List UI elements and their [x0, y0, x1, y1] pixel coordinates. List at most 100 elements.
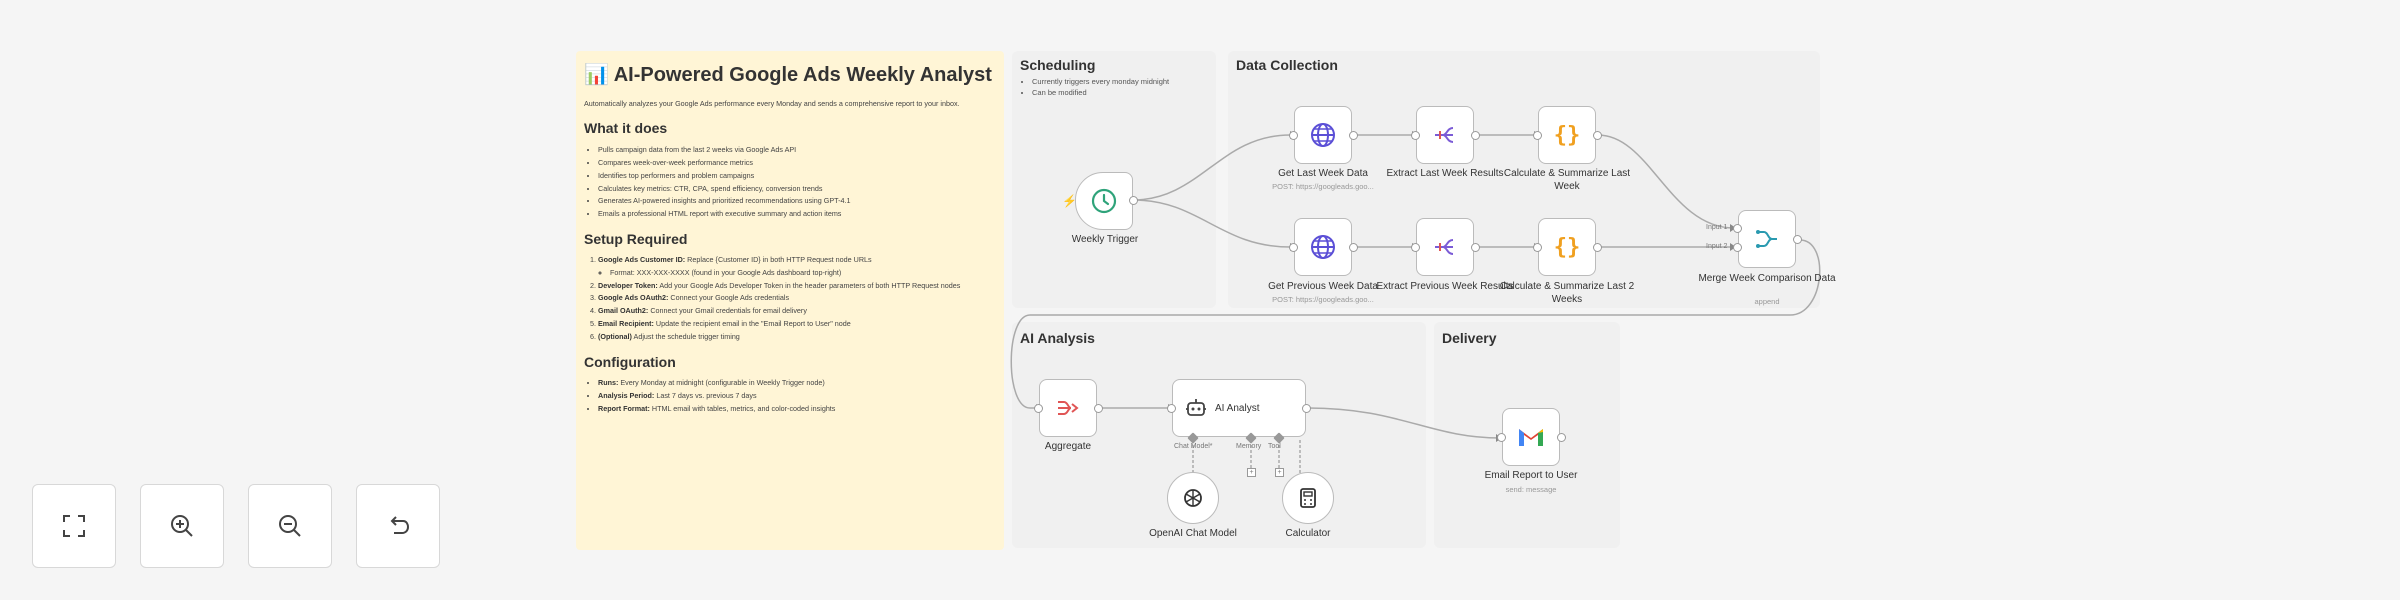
input-port[interactable] [1533, 243, 1542, 252]
fit-view-icon [63, 515, 85, 537]
list-item: Calculates key metrics: CTR, CPA, spend … [598, 184, 996, 194]
weekly-trigger-node[interactable] [1075, 172, 1133, 230]
get-prev-week-node[interactable] [1294, 218, 1352, 276]
input-port[interactable] [1411, 131, 1420, 140]
fit-view-button[interactable] [32, 484, 116, 568]
input-port[interactable] [1167, 404, 1176, 413]
edge [1010, 239, 1821, 409]
sticky-note[interactable]: 📊 AI-Powered Google Ads Weekly Analyst A… [576, 51, 1004, 550]
openai-model-node[interactable] [1167, 472, 1219, 524]
calculator-label: Calculator [1285, 528, 1331, 539]
split-out-icon [1435, 127, 1454, 143]
output-port[interactable] [1793, 235, 1802, 244]
openai-model-label: OpenAI Chat Model [1149, 528, 1237, 539]
list-item: Format: XXX-XXX-XXXX (found in your Goog… [610, 268, 996, 278]
openai-icon [1184, 489, 1202, 507]
input-port[interactable] [1733, 243, 1742, 252]
aggregate-node[interactable] [1039, 379, 1097, 437]
weekly-trigger-label: Weekly Trigger [1071, 234, 1139, 245]
list-item: Google Ads OAuth2: Connect your Google A… [598, 293, 996, 303]
memory-port-label: Memory [1236, 443, 1262, 450]
group-title-delivery: Delivery [1442, 330, 1497, 346]
input-port[interactable] [1733, 224, 1742, 233]
merge-sub: append [1754, 297, 1780, 306]
list-item: Currently triggers every monday midnight [1032, 76, 1169, 87]
setup-list: Google Ads Customer ID: Replace {Custome… [584, 255, 996, 343]
output-port[interactable] [1129, 196, 1138, 205]
calculator-node[interactable] [1282, 472, 1334, 524]
reset-icon [390, 516, 410, 534]
ai-analyst-label: AI Analyst [1215, 402, 1260, 414]
output-port[interactable] [1471, 131, 1480, 140]
note-title: 📊 AI-Powered Google Ads Weekly Analyst [584, 64, 992, 86]
get-prev-week-label: Get Previous Week Data [1268, 281, 1378, 292]
get-last-week-sub: POST: https://googleads.goo... [1272, 182, 1374, 191]
edge [1597, 134, 1735, 229]
output-port[interactable] [1302, 404, 1311, 413]
list-item: Report Format: HTML email with tables, m… [598, 404, 996, 414]
list-item: Identifies top performers and problem ca… [598, 171, 996, 181]
clock-icon [1091, 188, 1117, 214]
get-last-week-node[interactable] [1294, 106, 1352, 164]
input-port[interactable] [1497, 433, 1506, 442]
output-port[interactable] [1349, 243, 1358, 252]
zoom-out-button[interactable] [248, 484, 332, 568]
list-item: Compares week-over-week performance metr… [598, 158, 996, 168]
merge-input1-label: Input 1 [1706, 224, 1728, 231]
output-port[interactable] [1471, 243, 1480, 252]
robot-icon [1186, 399, 1206, 416]
aggregate-icon [1058, 401, 1079, 415]
edge [1132, 199, 1291, 248]
output-port[interactable] [1094, 404, 1103, 413]
trigger-bolt-icon: ⚡ [1062, 194, 1077, 208]
output-port[interactable] [1593, 131, 1602, 140]
list-item: Google Ads Customer ID: Replace {Custome… [598, 255, 996, 278]
split-out-icon [1435, 239, 1454, 255]
config-list: Runs: Every Monday at midnight (configur… [584, 378, 996, 414]
email-report-node[interactable] [1502, 408, 1560, 466]
config-heading: Configuration [584, 353, 676, 370]
zoom-in-button[interactable] [140, 484, 224, 568]
output-port[interactable] [1349, 131, 1358, 140]
edge [1132, 134, 1291, 201]
chat-model-port-label: Chat Model* [1174, 443, 1213, 450]
calc-last-week-label: Calculate & Summarize Last Week [1503, 168, 1631, 192]
group-title-ai-analysis: AI Analysis [1020, 330, 1095, 346]
input-port[interactable] [1411, 243, 1420, 252]
extract-prev-week-node[interactable] [1416, 218, 1474, 276]
calc-last-2-weeks-node[interactable]: {} [1538, 218, 1596, 276]
aggregate-label: Aggregate [1044, 441, 1092, 452]
input-port[interactable] [1289, 131, 1298, 140]
merge-input2-label: Input 2 [1706, 243, 1728, 250]
edge [1307, 407, 1501, 439]
input-port[interactable] [1034, 404, 1043, 413]
code-icon: {} [1553, 234, 1581, 260]
note-intro: Automatically analyzes your Google Ads p… [584, 99, 960, 108]
get-last-week-label: Get Last Week Data [1278, 168, 1368, 179]
globe-icon [1311, 235, 1335, 259]
calc-last-week-node[interactable]: {} [1538, 106, 1596, 164]
add-tool-button[interactable]: + [1275, 468, 1284, 477]
zoom-in-icon [171, 515, 193, 537]
add-memory-button[interactable]: + [1247, 468, 1256, 477]
calculator-icon [1300, 488, 1316, 508]
what-heading: What it does [584, 120, 668, 137]
merge-icon [1756, 230, 1777, 248]
what-list: Pulls campaign data from the last 2 week… [584, 145, 996, 220]
input-port[interactable] [1289, 243, 1298, 252]
reset-button[interactable] [356, 484, 440, 568]
merge-node[interactable] [1738, 210, 1796, 268]
list-item: Can be modified [1032, 87, 1169, 98]
input-port[interactable] [1533, 131, 1542, 140]
globe-icon [1311, 123, 1335, 147]
output-port[interactable] [1557, 433, 1566, 442]
email-report-label: Email Report to User [1484, 470, 1578, 481]
list-item: Gmail OAuth2: Connect your Gmail credent… [598, 306, 996, 316]
output-port[interactable] [1593, 243, 1602, 252]
code-icon: {} [1553, 122, 1581, 148]
ai-analyst-node[interactable]: AI Analyst [1172, 379, 1306, 437]
extract-last-week-node[interactable] [1416, 106, 1474, 164]
list-item: (Optional) Adjust the schedule trigger t… [598, 332, 996, 342]
